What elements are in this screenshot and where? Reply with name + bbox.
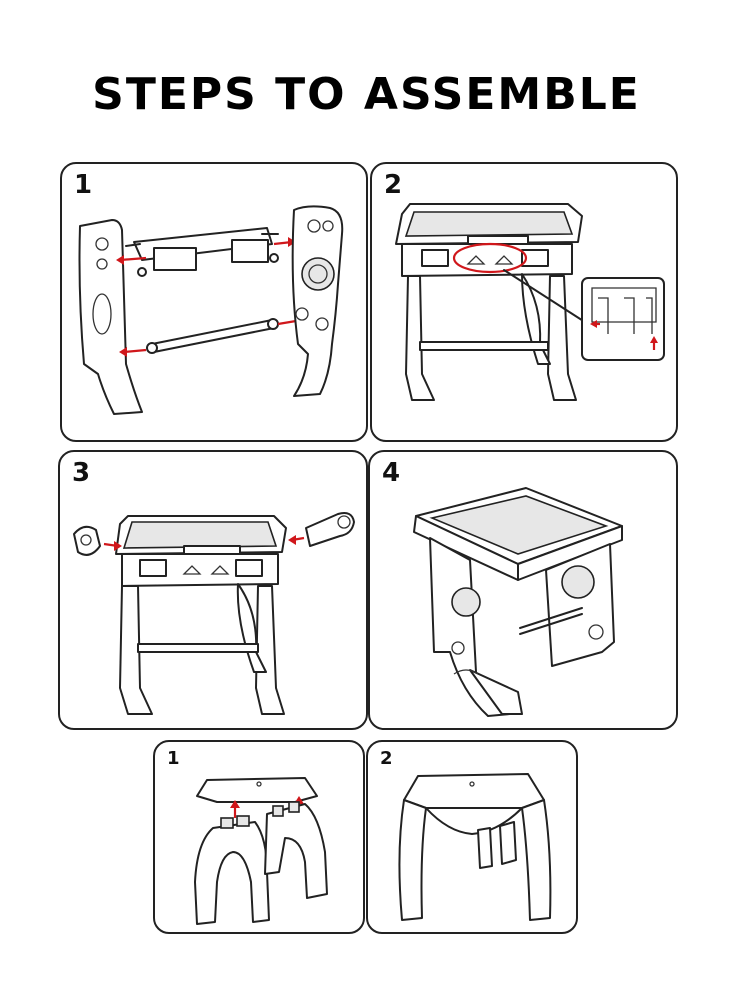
desk-step-3-illustration: [73, 512, 355, 715]
step-number: 2: [384, 170, 403, 200]
stool-step-1-panel: 1: [153, 740, 365, 934]
step-number: 1: [74, 170, 93, 200]
desk-step-2-illustration: [395, 203, 665, 401]
desk-step-1-illustration: [78, 205, 344, 415]
step-number: 2: [380, 748, 393, 769]
desk-step-4-panel: 4: [368, 450, 678, 730]
step-number: 1: [167, 748, 180, 769]
stool-step-2-panel: 2: [366, 740, 578, 934]
stool-step-2-illustration: [398, 773, 552, 921]
desk-step-3-panel: 3: [58, 450, 368, 730]
desk-step-2-panel: 2: [370, 162, 678, 442]
desk-step-4-illustration: [413, 487, 623, 717]
step-number: 3: [72, 458, 91, 488]
step-number: 4: [382, 458, 401, 488]
stool-step-1-illustration: [194, 777, 328, 925]
desk-step-1-panel: 1: [60, 162, 368, 442]
page-title: STEPS TO ASSEMBLE: [92, 69, 641, 120]
